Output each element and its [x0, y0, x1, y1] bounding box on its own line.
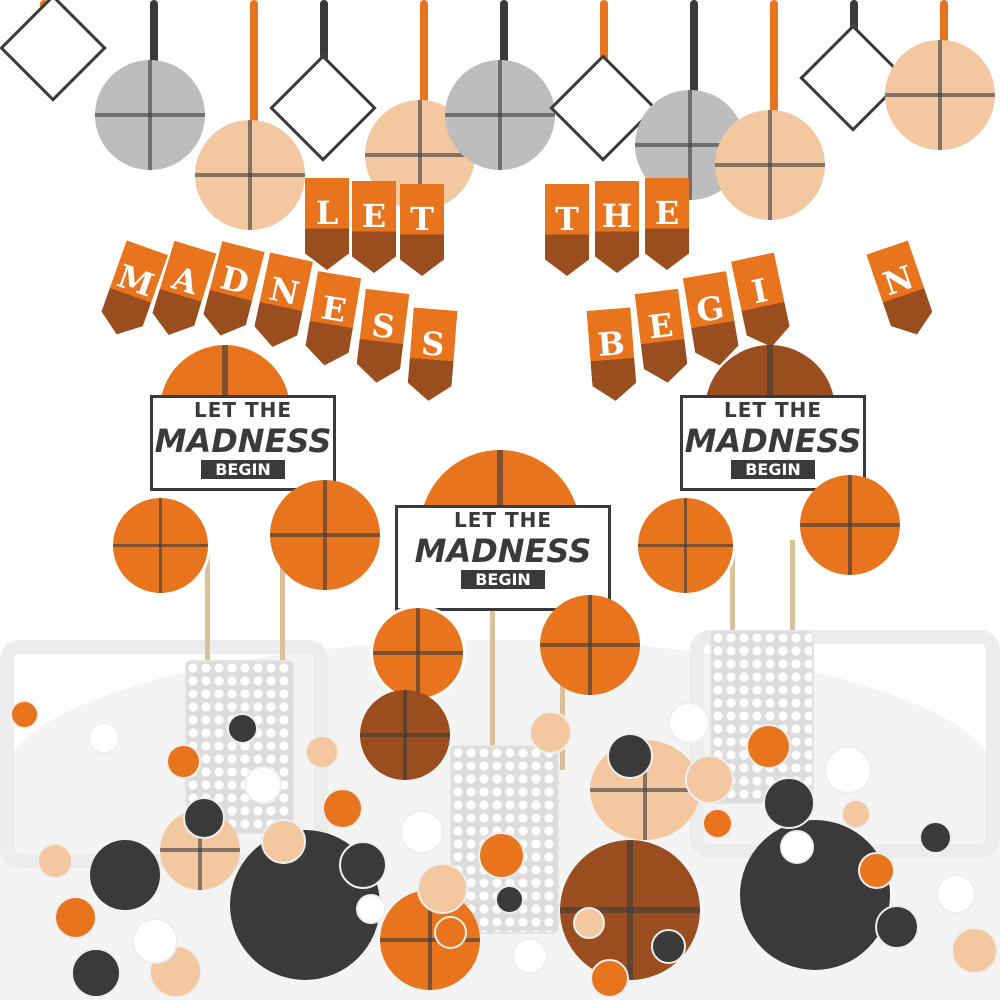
confetti-dot	[227, 713, 258, 744]
confetti-dot	[88, 722, 120, 754]
confetti-dot	[183, 797, 225, 839]
brown-cutout	[360, 690, 450, 780]
player-circle	[635, 495, 736, 596]
sign-line-1: LET THE	[453, 508, 553, 532]
confetti-dot	[478, 832, 525, 879]
banner-pennant: L	[305, 178, 349, 270]
confetti-dot	[875, 905, 919, 949]
confetti-dot	[841, 799, 871, 829]
madness-sign: LET THE MADNESS BEGIN	[150, 395, 336, 491]
confetti-dot	[668, 702, 710, 744]
sign-stick	[790, 540, 795, 680]
basketball-hoop-cutout	[270, 480, 380, 590]
confetti-dot	[71, 948, 121, 998]
confetti-dot	[166, 744, 201, 779]
basketball-hoop-cutout	[540, 595, 640, 695]
confetti-dot	[573, 907, 605, 939]
swirl	[250, 0, 258, 130]
banner-pennant: M	[96, 240, 168, 341]
banner-pennant: E	[352, 181, 396, 273]
madness-sign: LET THE MADNESS BEGIN	[395, 505, 611, 611]
swirl	[420, 0, 428, 110]
confetti-dot	[763, 777, 815, 829]
banner-pennant: B	[586, 307, 637, 402]
confetti-dot	[356, 894, 386, 924]
basketball-swirl	[95, 60, 205, 170]
banner-pennant: H	[595, 181, 639, 273]
sign-line-2: MADNESS	[414, 532, 592, 570]
banner-pennant: S	[355, 289, 410, 386]
sign-line-3: BEGIN	[201, 460, 285, 479]
confetti-dot	[512, 938, 548, 974]
basketball-swirl	[715, 110, 825, 220]
confetti-dot	[685, 755, 734, 804]
dark-cutout	[90, 840, 160, 910]
sign-line-1: LET THE	[723, 398, 823, 422]
banner-pennant: E	[635, 289, 690, 386]
swirl	[150, 0, 158, 70]
confetti-dot	[54, 896, 97, 939]
sign-line-2: MADNESS	[684, 422, 862, 460]
confetti-dot	[434, 916, 467, 949]
confetti-dot	[780, 830, 814, 864]
confetti-dot	[936, 874, 976, 914]
confetti-dot	[702, 808, 733, 839]
swirl	[500, 0, 508, 70]
confetti-dot	[824, 746, 872, 794]
player-circle	[110, 495, 211, 596]
banner-pennant: E	[303, 270, 362, 368]
swirl	[690, 0, 698, 100]
confetti-dot	[305, 735, 339, 769]
banner-pennant: E	[645, 178, 689, 270]
basketball-swirl	[445, 60, 555, 170]
confetti-dot	[951, 927, 998, 974]
confetti-dot	[590, 959, 629, 998]
banner-pennant: G	[683, 270, 742, 368]
confetti-dot	[261, 819, 306, 864]
dark-cutout	[740, 820, 890, 970]
sign-line-3: BEGIN	[461, 570, 545, 589]
confetti-dot	[651, 929, 686, 964]
confetti-dot	[529, 711, 572, 754]
confetti-dot	[400, 810, 444, 854]
basketball-swirl	[885, 40, 995, 150]
confetti-dot	[607, 733, 653, 779]
diamond-tag	[0, 0, 107, 102]
banner-pennant: N	[866, 240, 938, 341]
sign-line-3: BEGIN	[731, 460, 815, 479]
confetti-dot	[858, 852, 895, 889]
basketball-hoop-cutout	[800, 475, 900, 575]
sign-line-2: MADNESS	[154, 422, 332, 460]
banner-pennant: S	[406, 307, 457, 402]
sign-stick	[280, 540, 285, 700]
banner-pennant: I	[731, 252, 793, 351]
confetti-dot	[10, 700, 39, 729]
swirl	[940, 0, 948, 50]
player-circle	[370, 605, 466, 701]
confetti-dot	[919, 821, 952, 854]
sign-stick	[205, 540, 210, 700]
madness-sign: LET THE MADNESS BEGIN	[680, 395, 866, 491]
confetti-dot	[339, 841, 387, 889]
confetti-dot	[746, 724, 791, 769]
swirl	[600, 0, 608, 90]
confetti-dot	[37, 843, 73, 879]
sign-stick	[730, 540, 735, 680]
sign-stick	[490, 600, 495, 770]
basketball-swirl	[195, 120, 305, 230]
sign-line-1: LET THE	[193, 398, 293, 422]
confetti-dot	[132, 918, 178, 964]
confetti-dot	[244, 766, 282, 804]
swirl	[770, 0, 778, 120]
banner-pennant: T	[545, 184, 589, 276]
confetti-dot	[417, 863, 468, 914]
confetti-dot	[322, 788, 363, 829]
confetti-dot	[495, 885, 524, 914]
banner-pennant: T	[400, 184, 444, 276]
swirl	[320, 0, 328, 90]
